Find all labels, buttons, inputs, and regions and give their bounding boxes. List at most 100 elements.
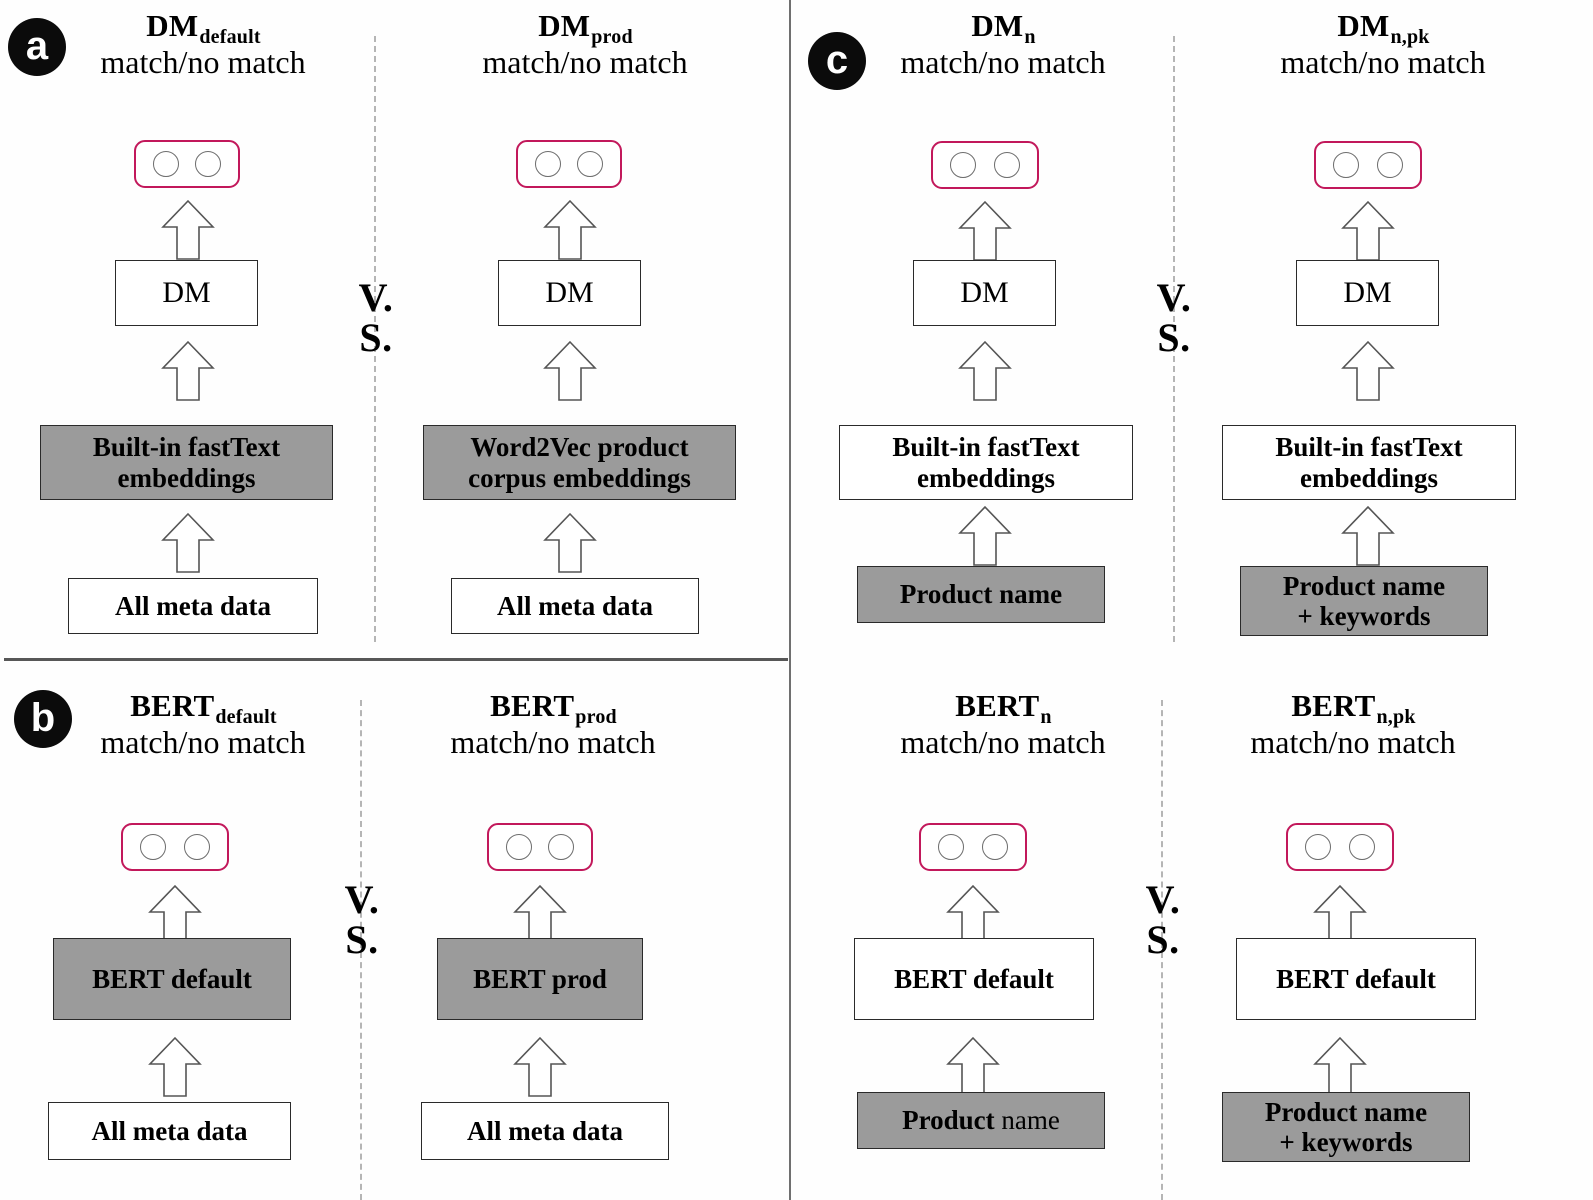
col-title-model: BERTn,pk: [1291, 688, 1416, 728]
match-circle-icon: [140, 834, 167, 860]
node-label: BERT default: [894, 963, 1054, 994]
node-label: Product name: [902, 1105, 1060, 1136]
flow-arrow-up: [161, 340, 215, 401]
col-title-dm-default: DMdefault match/no match: [48, 8, 358, 80]
node-dm: DM: [115, 260, 258, 326]
flow-arrow-up: [513, 1036, 567, 1097]
output-chip-match-no-match: [919, 823, 1027, 871]
flow-arrow-up: [1341, 505, 1395, 566]
node-dm: DM: [498, 260, 641, 326]
col-title-model: BERTn: [955, 688, 1052, 728]
flow-arrow-up: [543, 340, 597, 401]
col-title-bert-n: BERTn match/no match: [848, 688, 1158, 760]
vs-label-a: V. S.: [350, 278, 402, 358]
col-title-task: match/no match: [1250, 724, 1456, 761]
col-title-subscript: n: [1024, 26, 1036, 48]
node-bert-prod: BERT prod: [437, 938, 643, 1020]
col-title-dm-n-pk: DMn,pk match/no match: [1228, 8, 1538, 80]
flow-arrow-up: [1313, 884, 1367, 945]
node-label: DM: [545, 276, 594, 310]
node-bert-default: BERT default: [53, 938, 291, 1020]
flow-arrow-up: [1313, 1036, 1367, 1097]
node-input-product-name-keywords: Product name+ keywords: [1222, 1092, 1470, 1162]
node-input-all-meta-data: All meta data: [68, 578, 318, 634]
node-dm: DM: [1296, 260, 1439, 326]
col-title-subscript: prod: [591, 26, 633, 48]
col-title-subscript: n,pk: [1390, 26, 1430, 48]
vs-line-2: S.: [1157, 315, 1191, 360]
vs-label-b: V. S.: [336, 880, 388, 960]
panel-badge-a: a: [8, 18, 66, 76]
node-label: All meta data: [91, 1115, 248, 1146]
col-title-dm-n: DMn match/no match: [848, 8, 1158, 81]
match-circle-icon: [938, 834, 965, 860]
vs-line-1: V.: [358, 275, 394, 320]
col-title-task: match/no match: [482, 44, 688, 81]
node-input-all-meta-data: All meta data: [48, 1102, 291, 1160]
col-title-model: BERTdefault: [130, 688, 277, 728]
node-label: DM: [162, 276, 211, 310]
flow-arrow-up: [1341, 340, 1395, 401]
no-match-circle-icon: [577, 151, 604, 177]
node-label: BERT default: [92, 963, 252, 994]
no-match-circle-icon: [1376, 152, 1403, 178]
col-title-subscript: default: [215, 706, 277, 728]
node-label: DM: [1343, 276, 1392, 310]
vs-label-c-bottom: V. S.: [1137, 880, 1189, 960]
node-label: Product name+ keywords: [1282, 570, 1446, 631]
no-match-circle-icon: [183, 834, 210, 860]
match-circle-icon: [534, 151, 561, 177]
col-title-subscript: n: [1040, 706, 1052, 728]
no-match-circle-icon: [195, 151, 222, 177]
vs-dashed-line-c-top: [1173, 36, 1175, 642]
node-label: DM: [960, 276, 1009, 310]
output-chip-match-no-match: [516, 140, 622, 188]
flow-arrow-up: [148, 884, 202, 945]
output-chip-match-no-match: [487, 823, 593, 871]
col-title-model: DMn,pk: [1337, 8, 1430, 48]
match-circle-icon: [1333, 152, 1360, 178]
node-label: All meta data: [467, 1115, 623, 1146]
col-title-subscript: n,pk: [1376, 706, 1416, 728]
flow-arrow-up: [161, 199, 215, 260]
node-label: BERT prod: [473, 963, 607, 994]
col-title-model: DMdefault: [146, 8, 261, 48]
flow-arrow-up: [148, 1036, 202, 1097]
panel-badge-c: c: [808, 32, 866, 90]
no-match-circle-icon: [981, 834, 1008, 860]
flow-arrow-up: [958, 340, 1012, 401]
flow-arrow-up: [946, 884, 1000, 945]
col-title-task: match/no match: [450, 724, 656, 761]
col-title-task: match/no match: [100, 724, 306, 761]
flow-arrow-up: [958, 200, 1012, 261]
vs-line-2: S.: [359, 315, 393, 360]
node-input-product-name-keywords: Product name+ keywords: [1240, 566, 1488, 636]
vs-label-c-top: V. S.: [1148, 278, 1200, 358]
vs-line-2: S.: [345, 917, 379, 962]
flow-arrow-up: [958, 505, 1012, 566]
node-bert-default: BERT default: [854, 938, 1094, 1020]
match-circle-icon: [1305, 834, 1332, 860]
flow-arrow-up: [543, 199, 597, 260]
node-label: All meta data: [115, 590, 271, 621]
col-title-model: DMn: [971, 8, 1036, 48]
node-input-all-meta-data: All meta data: [421, 1102, 669, 1160]
flow-arrow-up: [946, 1036, 1000, 1097]
node-input-product-name: Product name: [857, 566, 1105, 623]
col-title-model: DMprod: [538, 8, 633, 48]
match-circle-icon: [505, 834, 532, 860]
output-chip-match-no-match: [134, 140, 240, 188]
vertical-divider-main: [789, 0, 791, 1200]
col-title-model: BERTprod: [490, 688, 617, 728]
no-match-circle-icon: [993, 152, 1020, 178]
vs-dashed-line-b: [360, 700, 362, 1200]
col-title-task: match/no match: [900, 44, 1106, 81]
flow-arrow-up: [1341, 200, 1395, 261]
node-label: All meta data: [497, 590, 653, 621]
output-chip-match-no-match: [1314, 141, 1422, 189]
output-chip-match-no-match: [121, 823, 229, 871]
